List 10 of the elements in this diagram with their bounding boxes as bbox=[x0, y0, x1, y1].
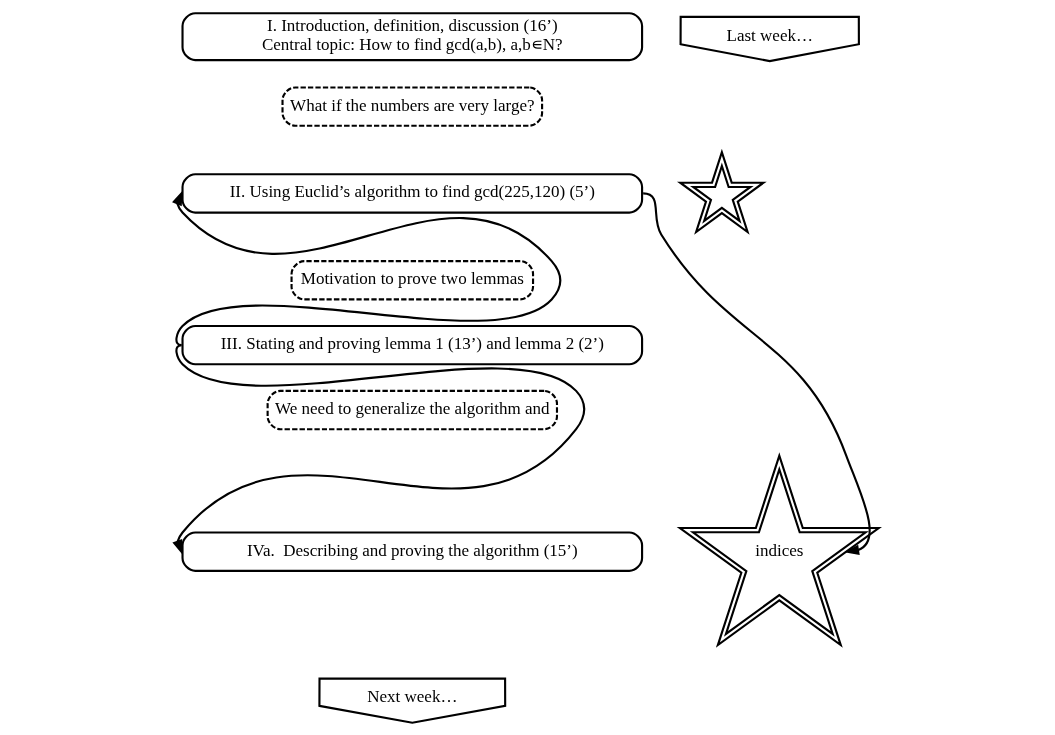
arrow bbox=[172, 344, 586, 555]
node-box: We need to generalize the algorithm and bbox=[266, 389, 559, 431]
node-box: I. Introduction, definition, discussion (16’) Central topic: How to find gcd(a,b), a,b∊N? bbox=[181, 12, 644, 62]
arrow bbox=[172, 190, 562, 346]
node-star bbox=[677, 148, 767, 235]
node-box: What if the numbers are very large? bbox=[281, 86, 544, 127]
node-box: II. Using Euclid’s algorithm to find gcd(225,120) (5’) bbox=[181, 173, 644, 214]
node-box: IVa. Describing and proving the algorithm (15’) bbox=[181, 531, 644, 572]
node-box: Motivation to prove two lemmas bbox=[290, 260, 535, 301]
node-box: III. Stating and proving lemma 1 (13’) and lemma 2 (2’) bbox=[181, 324, 644, 366]
